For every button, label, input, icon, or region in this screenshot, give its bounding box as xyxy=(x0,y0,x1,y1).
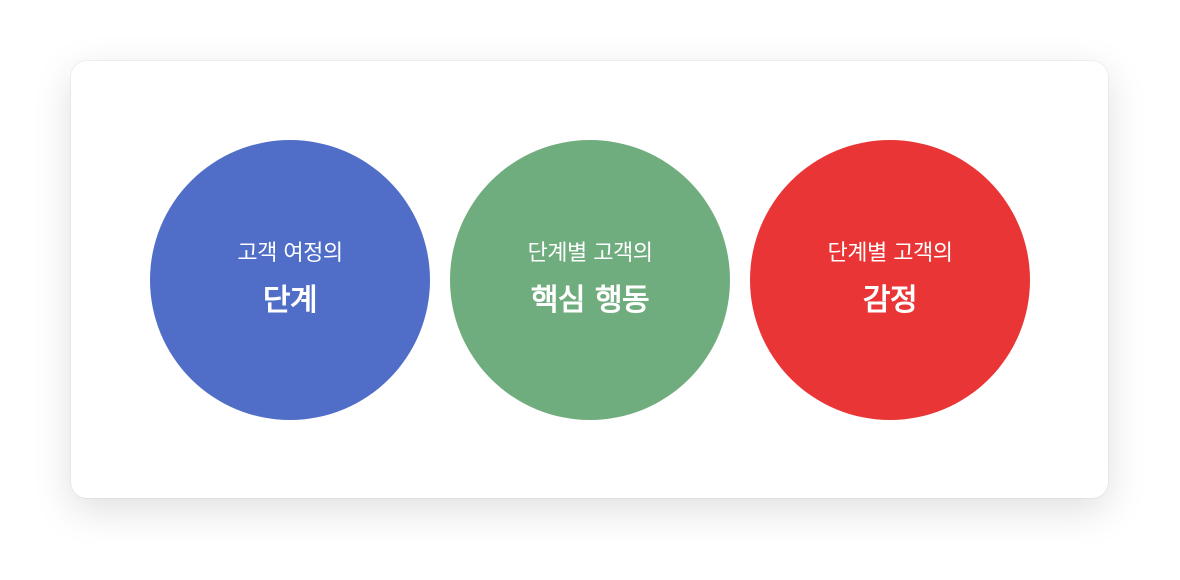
journey-stage-circle: 고객 여정의 단계 xyxy=(150,140,430,420)
key-action-circle: 단계별 고객의 핵심 행동 xyxy=(450,140,730,420)
circle-title: 핵심 행동 xyxy=(530,283,650,318)
circle-title: 감정 xyxy=(862,283,918,318)
circle-title: 단계 xyxy=(262,283,318,318)
emotion-circle: 단계별 고객의 감정 xyxy=(750,140,1030,420)
circle-subtitle: 고객 여정의 xyxy=(237,241,343,266)
circle-subtitle: 단계별 고객의 xyxy=(827,241,953,266)
circle-subtitle: 단계별 고객의 xyxy=(527,241,653,266)
